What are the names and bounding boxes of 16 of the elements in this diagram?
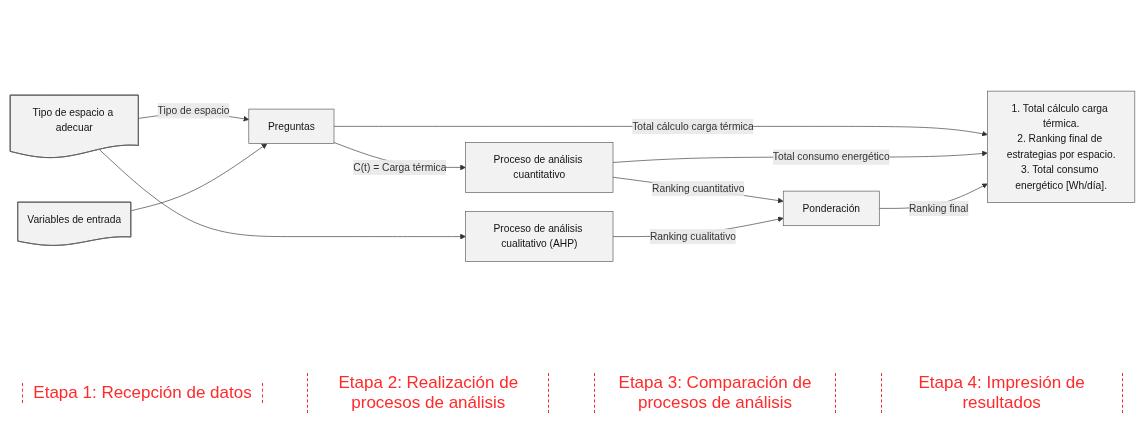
stage-label: Etapa 2: Realización de procesos de análisis (307, 373, 550, 413)
node-box: 1. Total cálculo carga térmica. 2. Ranking final de estrategias por espacio. 3. Total consumo energético [Wh/día]. (987, 90, 1136, 204)
edge-label: Ranking final (908, 202, 969, 214)
edge-label: Total consumo energético (772, 151, 890, 163)
edge-label: Ranking cuantitativo (652, 183, 745, 194)
stage-label: Etapa 3: Comparación de procesos de análisis (593, 373, 836, 413)
stage-label: Etapa 4: Impresión de resultados (880, 373, 1123, 413)
node-box: Ponderación (782, 190, 880, 227)
edge-label: C(t) = Carga térmica (353, 161, 447, 173)
node-box: Proceso de análisis cualitativo (AHP) (465, 211, 614, 263)
edge-label: Ranking cualitativo (649, 230, 736, 242)
stage-label: Etapa 1: Recepción de datos (22, 383, 263, 403)
node-box: Preguntas (248, 108, 335, 145)
edge-label: Tipo de espacio (157, 105, 230, 117)
node-box: Proceso de análisis cuantitativo (465, 142, 614, 193)
edge-label: Total cálculo carga térmica (632, 120, 754, 132)
